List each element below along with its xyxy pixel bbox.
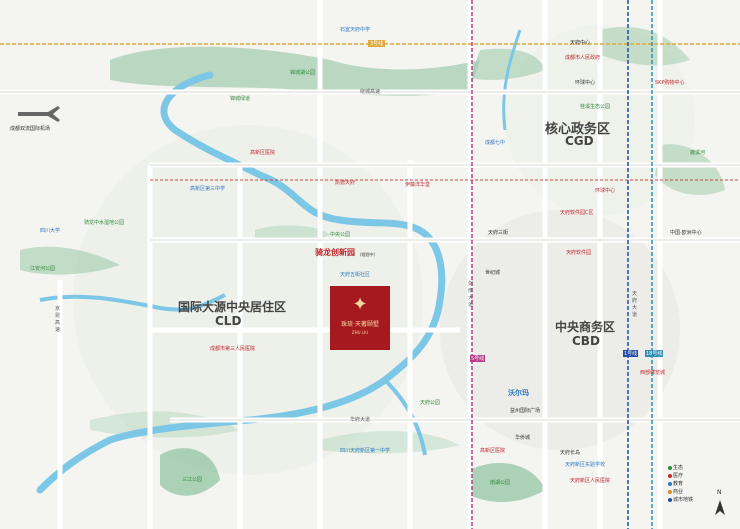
place-skp: SKP购物中心 <box>655 80 685 86</box>
place-sanjiang: 三江公园 <box>182 477 203 483</box>
place-walmart[interactable]: 沃尔玛 <box>508 389 529 397</box>
park-ne <box>470 48 545 80</box>
place-global-red: 环球中心 <box>595 188 616 194</box>
project-name: 珠琉·天著颐墅 <box>341 321 379 328</box>
place-jinchenghu: 锦城湖公园 <box>290 70 316 76</box>
place-airport: 成都双流国际机场 <box>10 126 51 132</box>
place-huaqiaocheng: 华侨城 <box>515 435 531 441</box>
road-line3: 3号线 <box>368 40 386 47</box>
project-block[interactable]: ✦ 珠琉·天著颐墅 ZHU LIU <box>330 286 390 350</box>
place-nanhu: 南湖公园 <box>490 480 511 486</box>
cld-en: CLD <box>215 314 242 328</box>
place-yizhou: 益州国际广场 <box>510 408 541 414</box>
place-guixi: 桂溪生态公园 <box>580 104 611 110</box>
place-tianfu-park: 天府公园 <box>420 400 441 406</box>
place-expo: 西部博览城 <box>640 370 666 376</box>
place-greenway: 锦城绿道 <box>230 96 251 102</box>
park-ne2 <box>600 26 690 66</box>
place-shijicheng: 世纪城 <box>485 270 501 276</box>
place-hospital-hd: 高新区医院 <box>250 150 276 156</box>
place-no7: 成都七中 <box>485 140 506 146</box>
place-kaide: 凯德天府 <box>335 180 356 186</box>
place-eu-center: 中国·欧洲中心 <box>670 230 702 236</box>
place-scu: 四川大学 <box>40 228 61 234</box>
road-line5: 5号线 <box>470 355 486 362</box>
nanhu-park <box>470 462 545 502</box>
place-tianfu-center: 天府中心 <box>570 40 591 46</box>
place-shiyan: 天府新区实验学校 <box>565 462 606 468</box>
place-yitou: 伊藤洋华堂 <box>405 182 431 188</box>
place-gov: 成都市人民政府 <box>565 55 601 61</box>
park-e <box>655 144 725 195</box>
project-logo-icon: ✦ <box>352 294 368 315</box>
jincheng-park <box>110 46 480 96</box>
cgd-en: CGD <box>565 134 594 148</box>
road-line18: 18号线 <box>645 350 664 357</box>
place-software-park: 天府软件园 <box>566 250 592 256</box>
place-tianfu3: 天府三街 <box>488 230 509 236</box>
cgd-title: 核心政务区 <box>545 122 611 137</box>
river-main <box>36 71 446 494</box>
place-hd-hospital2: 高新区医院 <box>480 448 506 454</box>
airplane-icon <box>18 106 60 122</box>
north-arrow-icon <box>715 500 725 515</box>
place-new-hospital: 天府新区人民医院 <box>570 478 611 484</box>
cbd-zone <box>440 210 680 450</box>
place-global-center: 环球中心 <box>575 80 596 86</box>
legend-medical: 医疗 <box>673 473 684 479</box>
road-jingkun: 京昆高速 <box>55 306 61 333</box>
place-central-park: 中央公园 <box>330 232 351 238</box>
road-jiantai: 剑南大道 <box>468 281 474 308</box>
sanjiang-park <box>160 448 220 496</box>
place-luxi: 鹿溪河 <box>690 150 706 156</box>
road-line1: 1号线 <box>623 350 639 357</box>
place-no1school: 四川天府新区第一中学 <box>340 448 391 454</box>
jiangan-park <box>20 246 120 275</box>
road-huafu: 华府大道 <box>350 417 371 423</box>
legend-edu: 教育 <box>673 481 684 487</box>
place-software-c: 天府软件园C区 <box>560 210 594 216</box>
place-qilong: 骑龙中水湿地公园 <box>84 220 125 226</box>
place-tianfu5: 天府五街社区 <box>340 272 371 278</box>
place-jiangan: 江安河公园 <box>30 266 56 272</box>
north-label: N <box>717 489 722 496</box>
place-shishi: 石室天府中学 <box>340 27 371 33</box>
cbd-title: 中央商务区 <box>555 320 616 334</box>
road-ring: 绕城高速 <box>360 89 381 95</box>
place-hospital3: 成都市第三人民医院 <box>210 346 256 352</box>
river-north <box>502 29 522 131</box>
legend-metro: 城市地铁 <box>673 497 694 503</box>
place-changdao: 天府长岛 <box>560 450 581 456</box>
xinyuan-label: 骑龙创新园 <box>315 248 355 257</box>
road-tianfu: 天府大道 <box>632 291 638 318</box>
legend-eco: 生态 <box>673 465 684 471</box>
xinyuan-note: (规划中) <box>360 252 376 257</box>
place-school3: 高新区第三中学 <box>190 186 226 192</box>
cld-zone <box>73 125 423 475</box>
legend-commerce: 商业 <box>673 489 684 495</box>
cld-title: 国际大源中央居住区 <box>178 300 287 314</box>
river-west <box>39 293 226 312</box>
project-en: ZHU LIU <box>351 330 369 335</box>
cbd-en: CBD <box>572 334 600 348</box>
